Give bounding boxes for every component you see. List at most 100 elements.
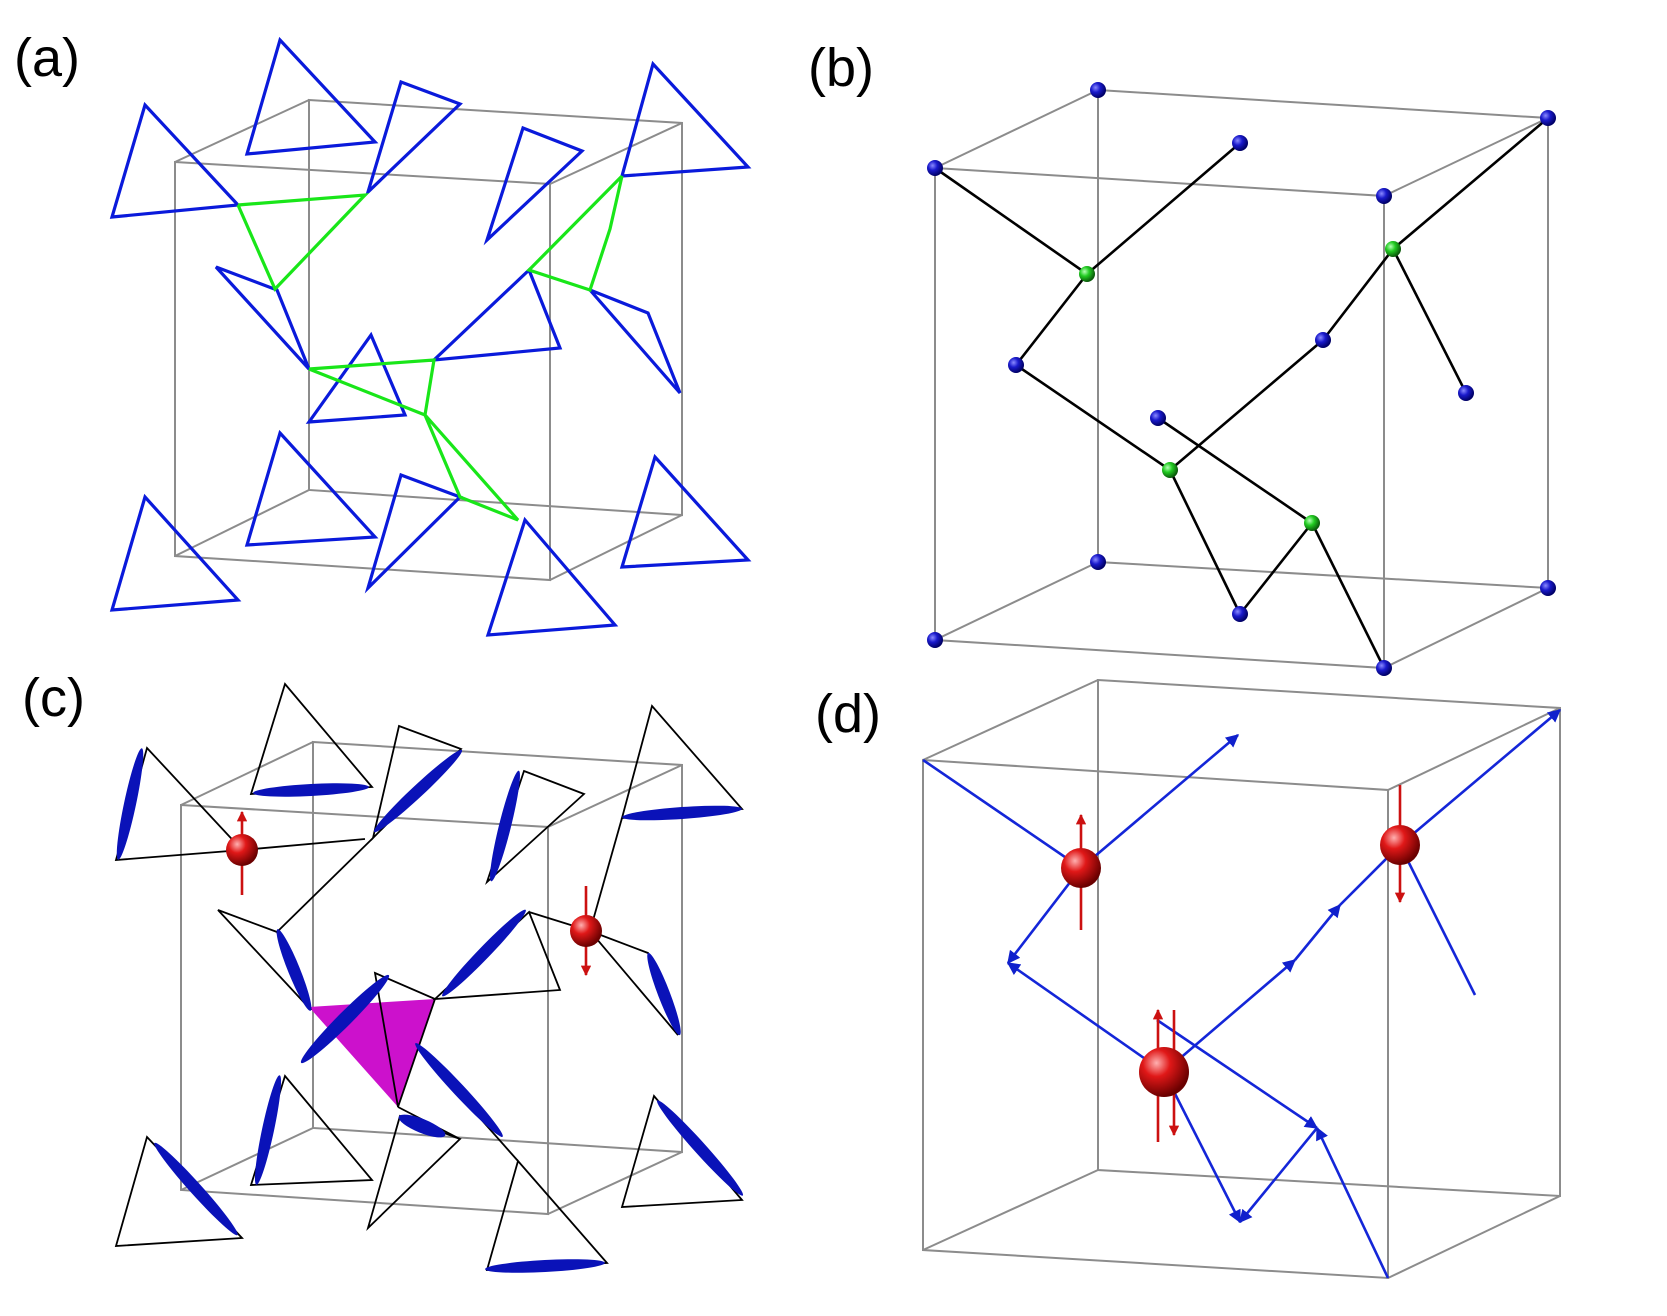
connecting-edge	[589, 817, 623, 932]
tetrahedron-triangle	[217, 909, 312, 1011]
panel-c-spins	[226, 810, 602, 977]
bond	[1321, 248, 1395, 341]
flux-vector	[1399, 709, 1561, 846]
cube-edge	[180, 741, 314, 806]
corner-site	[1540, 580, 1556, 596]
tetrahedron-triangle	[364, 79, 463, 198]
spin-ellipse	[398, 1114, 446, 1138]
bond	[934, 166, 1088, 276]
bond	[1168, 469, 1242, 615]
spin-ellipse	[116, 748, 144, 860]
flux-vector	[1238, 1127, 1319, 1224]
connecting-edge	[241, 838, 366, 851]
panel-b-cube	[934, 88, 1549, 670]
cube-edge	[174, 99, 310, 163]
cube-edge	[922, 1169, 1099, 1251]
cube-edge	[1387, 707, 1561, 791]
corner-site	[1376, 660, 1392, 676]
corner-site	[1232, 606, 1248, 622]
bond	[1014, 273, 1089, 366]
cube-edge	[549, 514, 683, 581]
center-site	[1385, 241, 1401, 257]
bond	[1086, 142, 1241, 275]
tetrahedron-triangle	[619, 60, 752, 178]
green-link-chain	[308, 358, 520, 522]
panel-c-cube	[180, 740, 683, 1216]
tetrahedron-triangle	[244, 429, 379, 547]
flux-vector	[1080, 734, 1239, 869]
tetrahedron-triangle	[249, 682, 374, 795]
panel-a-label: (a)	[14, 28, 80, 88]
flux-vector	[1398, 843, 1477, 996]
corner-site	[1540, 110, 1556, 126]
cube-edge	[1383, 117, 1549, 197]
spin-ellipse	[415, 1043, 503, 1137]
bond	[1157, 416, 1313, 525]
spin-ellipse	[622, 805, 742, 821]
cube-edge	[1383, 587, 1549, 669]
cube-edge	[547, 764, 683, 828]
panel-b-label: (b)	[808, 38, 874, 98]
corner-site	[927, 632, 943, 648]
tetrahedron-triangle	[109, 101, 242, 219]
panel-d-label: (d)	[815, 684, 881, 744]
panel-a: (a)	[14, 28, 752, 637]
tetrahedron-triangle	[483, 125, 585, 246]
corner-site	[1150, 410, 1166, 426]
flux-vector	[1163, 959, 1296, 1073]
cube-edge	[922, 679, 1099, 761]
corner-site	[1232, 135, 1248, 151]
panel-b-sites	[927, 82, 1556, 676]
panel-d-vectors	[922, 709, 1561, 1279]
spin-sphere	[1380, 825, 1420, 865]
tetrahedron-triangle	[109, 493, 242, 612]
tetrahedron-triangle	[373, 971, 437, 1108]
tetrahedron-triangle	[244, 36, 379, 156]
corner-site	[1376, 188, 1392, 204]
cube-edge	[174, 489, 310, 557]
corner-site	[1090, 82, 1106, 98]
flux-vector	[1156, 1018, 1319, 1130]
panel-c-ellipses	[116, 748, 744, 1273]
cube-front-face	[174, 160, 551, 582]
center-site	[1162, 462, 1178, 478]
corner-site	[1458, 385, 1474, 401]
cube-edge	[1387, 1195, 1561, 1279]
corner-site	[927, 160, 943, 176]
panel-b-bonds	[934, 117, 1549, 669]
bond	[1238, 522, 1314, 615]
cube-front-face	[922, 758, 1389, 1280]
flux-vector	[1293, 903, 1342, 961]
panel-a-cube	[174, 98, 683, 582]
green-link-chain	[236, 193, 370, 292]
tetrahedron-triangle	[485, 516, 619, 637]
flux-vector	[922, 758, 1083, 870]
panel-b: (b)	[808, 38, 1556, 676]
cube-edge	[547, 1151, 683, 1215]
spin-ellipse	[254, 1075, 282, 1185]
tetrahedron-triangle	[364, 472, 463, 594]
tetrahedron-triangle	[305, 331, 408, 424]
cube-edge	[934, 89, 1099, 169]
panel-c-label: (c)	[22, 668, 85, 728]
spin-ellipse	[300, 974, 390, 1064]
bond	[1169, 339, 1324, 471]
cube-edge	[549, 122, 683, 185]
spin-ellipse	[485, 1259, 605, 1273]
spin-sphere	[1139, 1047, 1189, 1097]
spin-ellipse	[656, 1100, 744, 1196]
spin-sphere	[1061, 848, 1101, 888]
panel-a-green-links	[236, 174, 624, 522]
flux-vector	[1315, 1126, 1390, 1279]
spin-ellipse	[442, 909, 526, 997]
connecting-edge	[276, 837, 374, 933]
bond	[1391, 248, 1468, 394]
cube-edge	[180, 1127, 314, 1191]
bond	[1015, 363, 1171, 472]
corner-site	[1090, 554, 1106, 570]
flux-vector	[1006, 961, 1165, 1074]
cube-back-face	[1097, 678, 1561, 1198]
panel-d-cube	[922, 678, 1561, 1280]
green-link-chain	[526, 174, 624, 293]
spin-ellipse	[154, 1142, 238, 1236]
